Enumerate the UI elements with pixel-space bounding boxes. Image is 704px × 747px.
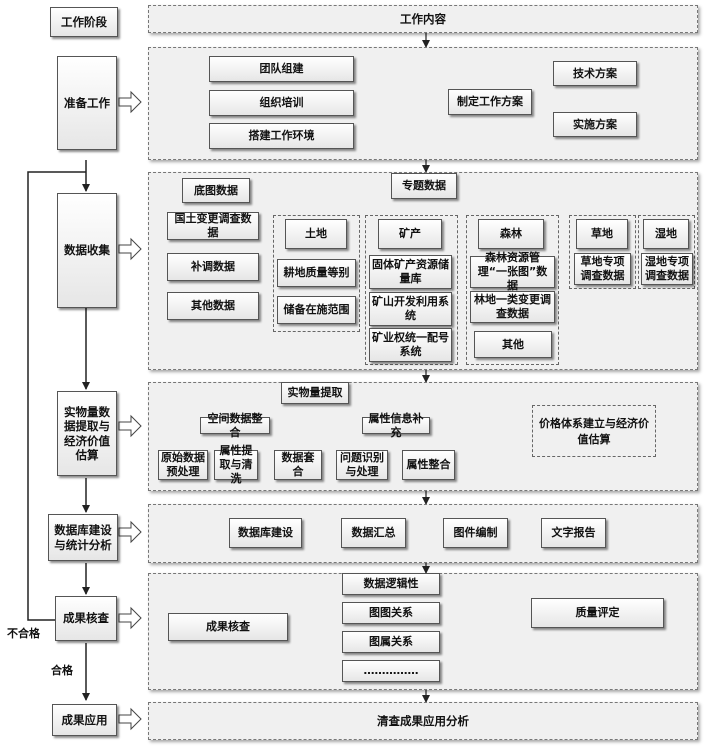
stage-collect: 数据收集 bbox=[57, 193, 117, 308]
check-title-box: 成果核查 bbox=[168, 613, 288, 641]
check-map-attr-box: 图属关系 bbox=[342, 631, 440, 653]
mineral-group bbox=[365, 215, 458, 365]
content-header-panel bbox=[148, 5, 698, 33]
team-building-box: 团队组建 bbox=[209, 56, 354, 82]
forest-item-map: 森林资源管理“一张图”数据 bbox=[470, 251, 555, 292]
feedback-line bbox=[27, 171, 86, 621]
mineral-item-reserves: 固体矿产资源储量库 bbox=[369, 255, 452, 289]
step-preprocess: 原始数据预处理 bbox=[158, 450, 208, 480]
wetland-group bbox=[638, 215, 695, 289]
check-logic-box: 数据逻辑性 bbox=[342, 573, 440, 595]
stage-check: 成果核查 bbox=[55, 596, 117, 641]
map-compile-box: 图件编制 bbox=[443, 518, 508, 548]
price-valuation-label: 价格体系建立与经济价值估算 bbox=[539, 417, 649, 446]
base-item-other: 其他数据 bbox=[167, 292, 259, 320]
forest-title: 森林 bbox=[478, 219, 544, 249]
mineral-title: 矿产 bbox=[378, 219, 442, 249]
stage-prep: 准备工作 bbox=[57, 56, 117, 150]
fail-label: 不合格 bbox=[5, 625, 42, 641]
land-item-reserve: 储备在施范围 bbox=[277, 296, 356, 324]
quality-assessment-box: 质量评定 bbox=[531, 598, 664, 628]
environment-box: 搭建工作环境 bbox=[209, 123, 354, 149]
base-item-land-survey: 国土变更调查数据 bbox=[167, 212, 259, 240]
land-title: 土地 bbox=[285, 219, 347, 249]
attribute-supplement-box: 属性信息补充 bbox=[362, 412, 430, 439]
base-map-title: 底图数据 bbox=[182, 178, 250, 203]
check-map-map-box: 图图关系 bbox=[342, 602, 440, 624]
pass-label: 合格 bbox=[49, 662, 75, 678]
step-overlay: 数据套合 bbox=[274, 450, 322, 480]
step-issue-handling: 问题识别与处理 bbox=[336, 450, 388, 480]
stage-extract: 实物量数据提取与经济价值估算 bbox=[57, 391, 117, 476]
base-item-supplement: 补调数据 bbox=[167, 253, 259, 281]
forest-group bbox=[466, 215, 559, 365]
training-box: 组织培训 bbox=[209, 90, 354, 116]
apply-content: 清查成果应用分析 bbox=[377, 714, 469, 728]
spatial-integration-box: 空间数据整合 bbox=[200, 412, 270, 439]
grass-group bbox=[569, 215, 636, 289]
mineral-item-mining: 矿山开发利用系统 bbox=[369, 292, 452, 326]
land-item-quality: 耕地质量等别 bbox=[277, 259, 356, 287]
thematic-title: 专题数据 bbox=[391, 173, 457, 199]
mineral-item-rights: 矿业权统一配号系统 bbox=[369, 328, 452, 362]
step-attr-integrate: 属性整合 bbox=[402, 450, 455, 480]
data-summary-box: 数据汇总 bbox=[341, 518, 406, 548]
stage-apply: 成果应用 bbox=[52, 704, 117, 736]
text-report-box: 文字报告 bbox=[541, 518, 606, 548]
grass-item-survey: 草地专项调查数据 bbox=[574, 253, 631, 285]
db-build-box: 数据库建设 bbox=[229, 518, 302, 548]
impl-plan-box: 实施方案 bbox=[553, 112, 637, 137]
plan-box: 制定工作方案 bbox=[448, 89, 532, 115]
grass-title: 草地 bbox=[576, 219, 628, 249]
land-group bbox=[273, 215, 360, 332]
forest-item-change: 林地一类变更调查数据 bbox=[470, 291, 555, 323]
wetland-title: 湿地 bbox=[643, 219, 689, 249]
stage-header: 工作阶段 bbox=[50, 7, 118, 37]
forest-item-other: 其他 bbox=[474, 331, 552, 358]
apply-panel bbox=[148, 702, 698, 740]
tech-plan-box: 技术方案 bbox=[553, 61, 637, 86]
stage-db: 数据库建设与统计分析 bbox=[48, 514, 118, 561]
wetland-item-survey: 湿地专项调查数据 bbox=[641, 253, 693, 285]
step-attr-extract: 属性提取与清洗 bbox=[214, 444, 258, 485]
price-valuation-box bbox=[532, 405, 656, 457]
content-header: 工作内容 bbox=[400, 12, 446, 26]
extract-title: 实物量提取 bbox=[281, 382, 349, 404]
check-more-box: …………… bbox=[342, 660, 440, 682]
